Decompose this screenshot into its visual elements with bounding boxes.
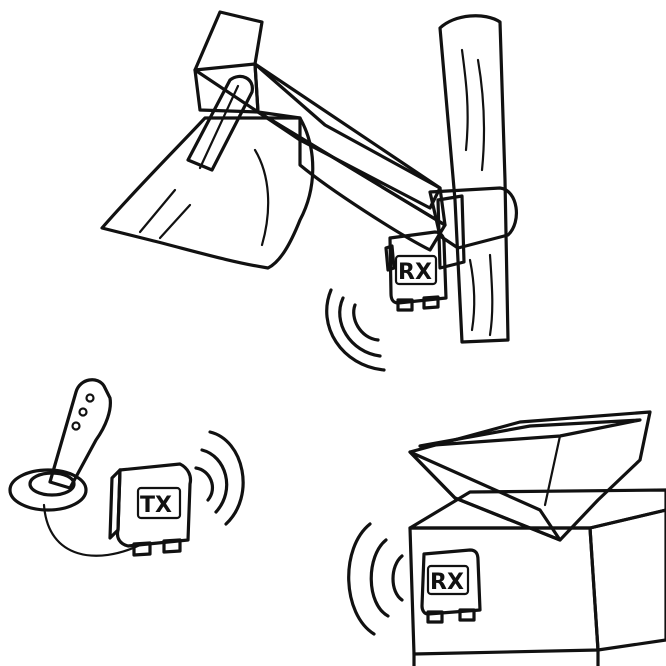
receiver-crane-label: RX [398, 260, 432, 285]
signal-waves-icon [349, 524, 402, 634]
signal-waves-icon [196, 432, 243, 524]
hopper-machine-icon [410, 412, 666, 666]
signal-waves-icon [327, 290, 384, 370]
transmitter-device: TX [110, 464, 191, 555]
crane-arm-icon [102, 12, 445, 268]
tree-trunk-icon [440, 16, 508, 342]
joystick-icon [10, 380, 140, 556]
receiver-hopper-label: RX [430, 570, 464, 595]
transmitter-label: TX [140, 493, 172, 518]
receiver-hopper-device: RX [422, 550, 480, 622]
